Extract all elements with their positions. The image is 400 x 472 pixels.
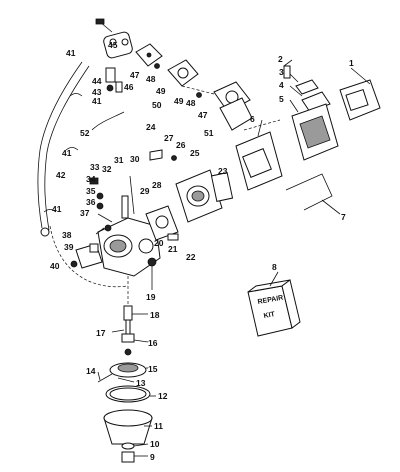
callout-10: 10 xyxy=(150,439,160,449)
callout-48b: 48 xyxy=(186,98,196,108)
repair-kit-box: REPAIR KIT xyxy=(247,279,301,337)
callout-47b: 47 xyxy=(198,110,208,120)
callout-37: 37 xyxy=(80,208,90,218)
adjustment-screws xyxy=(70,175,135,268)
callout-34: 34 xyxy=(86,174,96,184)
callout-42: 42 xyxy=(56,170,66,180)
callout-52: 52 xyxy=(80,128,90,138)
callout-20: 20 xyxy=(154,238,164,248)
throttle-assembly xyxy=(145,149,234,241)
callout-41c: 41 xyxy=(62,148,72,158)
callout-28: 28 xyxy=(152,180,162,190)
callout-41b: 41 xyxy=(92,96,102,106)
callout-49b: 49 xyxy=(174,96,184,106)
callout-46: 46 xyxy=(124,82,134,92)
leader-lines xyxy=(97,59,371,457)
callout-39: 39 xyxy=(64,242,74,252)
callout-11: 11 xyxy=(154,421,163,431)
callout-31: 31 xyxy=(114,155,124,165)
callout-50: 50 xyxy=(152,100,162,110)
callout-48a: 48 xyxy=(146,74,156,84)
callout-25: 25 xyxy=(190,148,200,158)
callout-6: 6 xyxy=(250,114,255,124)
carburetor-body xyxy=(75,195,161,277)
callout-23: 23 xyxy=(218,166,228,176)
callout-40: 40 xyxy=(50,261,60,271)
callout-13: 13 xyxy=(136,378,146,388)
callout-7: 7 xyxy=(341,212,346,222)
callout-3: 3 xyxy=(279,67,284,77)
repair-kit-label-1: REPAIR xyxy=(257,295,284,306)
callout-38: 38 xyxy=(62,230,72,240)
callout-47a: 47 xyxy=(130,70,140,80)
callout-14: 14 xyxy=(86,366,96,376)
callout-17: 17 xyxy=(96,328,106,338)
callout-4: 4 xyxy=(279,80,284,90)
callout-24: 24 xyxy=(146,122,156,132)
callout-12: 12 xyxy=(158,391,168,401)
callout-22: 22 xyxy=(186,252,196,262)
short-hose xyxy=(91,111,125,131)
callout-35: 35 xyxy=(86,186,96,196)
callout-41d: 41 xyxy=(52,204,62,214)
callout-18: 18 xyxy=(150,310,160,320)
intake-gasket xyxy=(235,131,283,191)
callout-9: 9 xyxy=(150,452,155,462)
callout-2: 2 xyxy=(278,54,283,64)
hose-clamps xyxy=(43,93,83,213)
callout-44: 44 xyxy=(92,76,102,86)
callout-49a: 49 xyxy=(156,86,166,96)
callout-26: 26 xyxy=(176,140,186,150)
callout-16: 16 xyxy=(148,338,158,348)
callout-21: 21 xyxy=(168,244,178,254)
repair-kit-label-2: KIT xyxy=(263,311,276,320)
callout-32: 32 xyxy=(102,164,112,174)
callout-27: 27 xyxy=(164,133,174,143)
callout-30: 30 xyxy=(130,154,140,164)
reed-plate-assembly xyxy=(283,65,381,161)
callout-1: 1 xyxy=(349,58,354,68)
callout-numbers: 1 2 3 4 5 6 7 8 9 10 11 12 13 14 15 16 1… xyxy=(50,40,354,462)
callout-29: 29 xyxy=(140,186,150,196)
fuel-fitting-assembly xyxy=(95,18,133,93)
callout-33: 33 xyxy=(90,162,100,172)
filter-gasket-stack xyxy=(135,43,253,131)
callout-19: 19 xyxy=(146,292,156,302)
callout-8: 8 xyxy=(272,262,277,272)
callout-51: 51 xyxy=(204,128,214,138)
assembly-guide-lines xyxy=(49,85,281,288)
callout-5: 5 xyxy=(279,94,284,104)
callout-45: 45 xyxy=(108,40,118,50)
link-rod xyxy=(285,173,333,211)
callout-41a: 41 xyxy=(66,48,76,58)
callout-36: 36 xyxy=(86,197,96,207)
callout-43: 43 xyxy=(92,87,102,97)
callout-15: 15 xyxy=(148,364,158,374)
fuel-hose xyxy=(37,61,90,237)
float-bowl-assembly xyxy=(97,276,153,463)
